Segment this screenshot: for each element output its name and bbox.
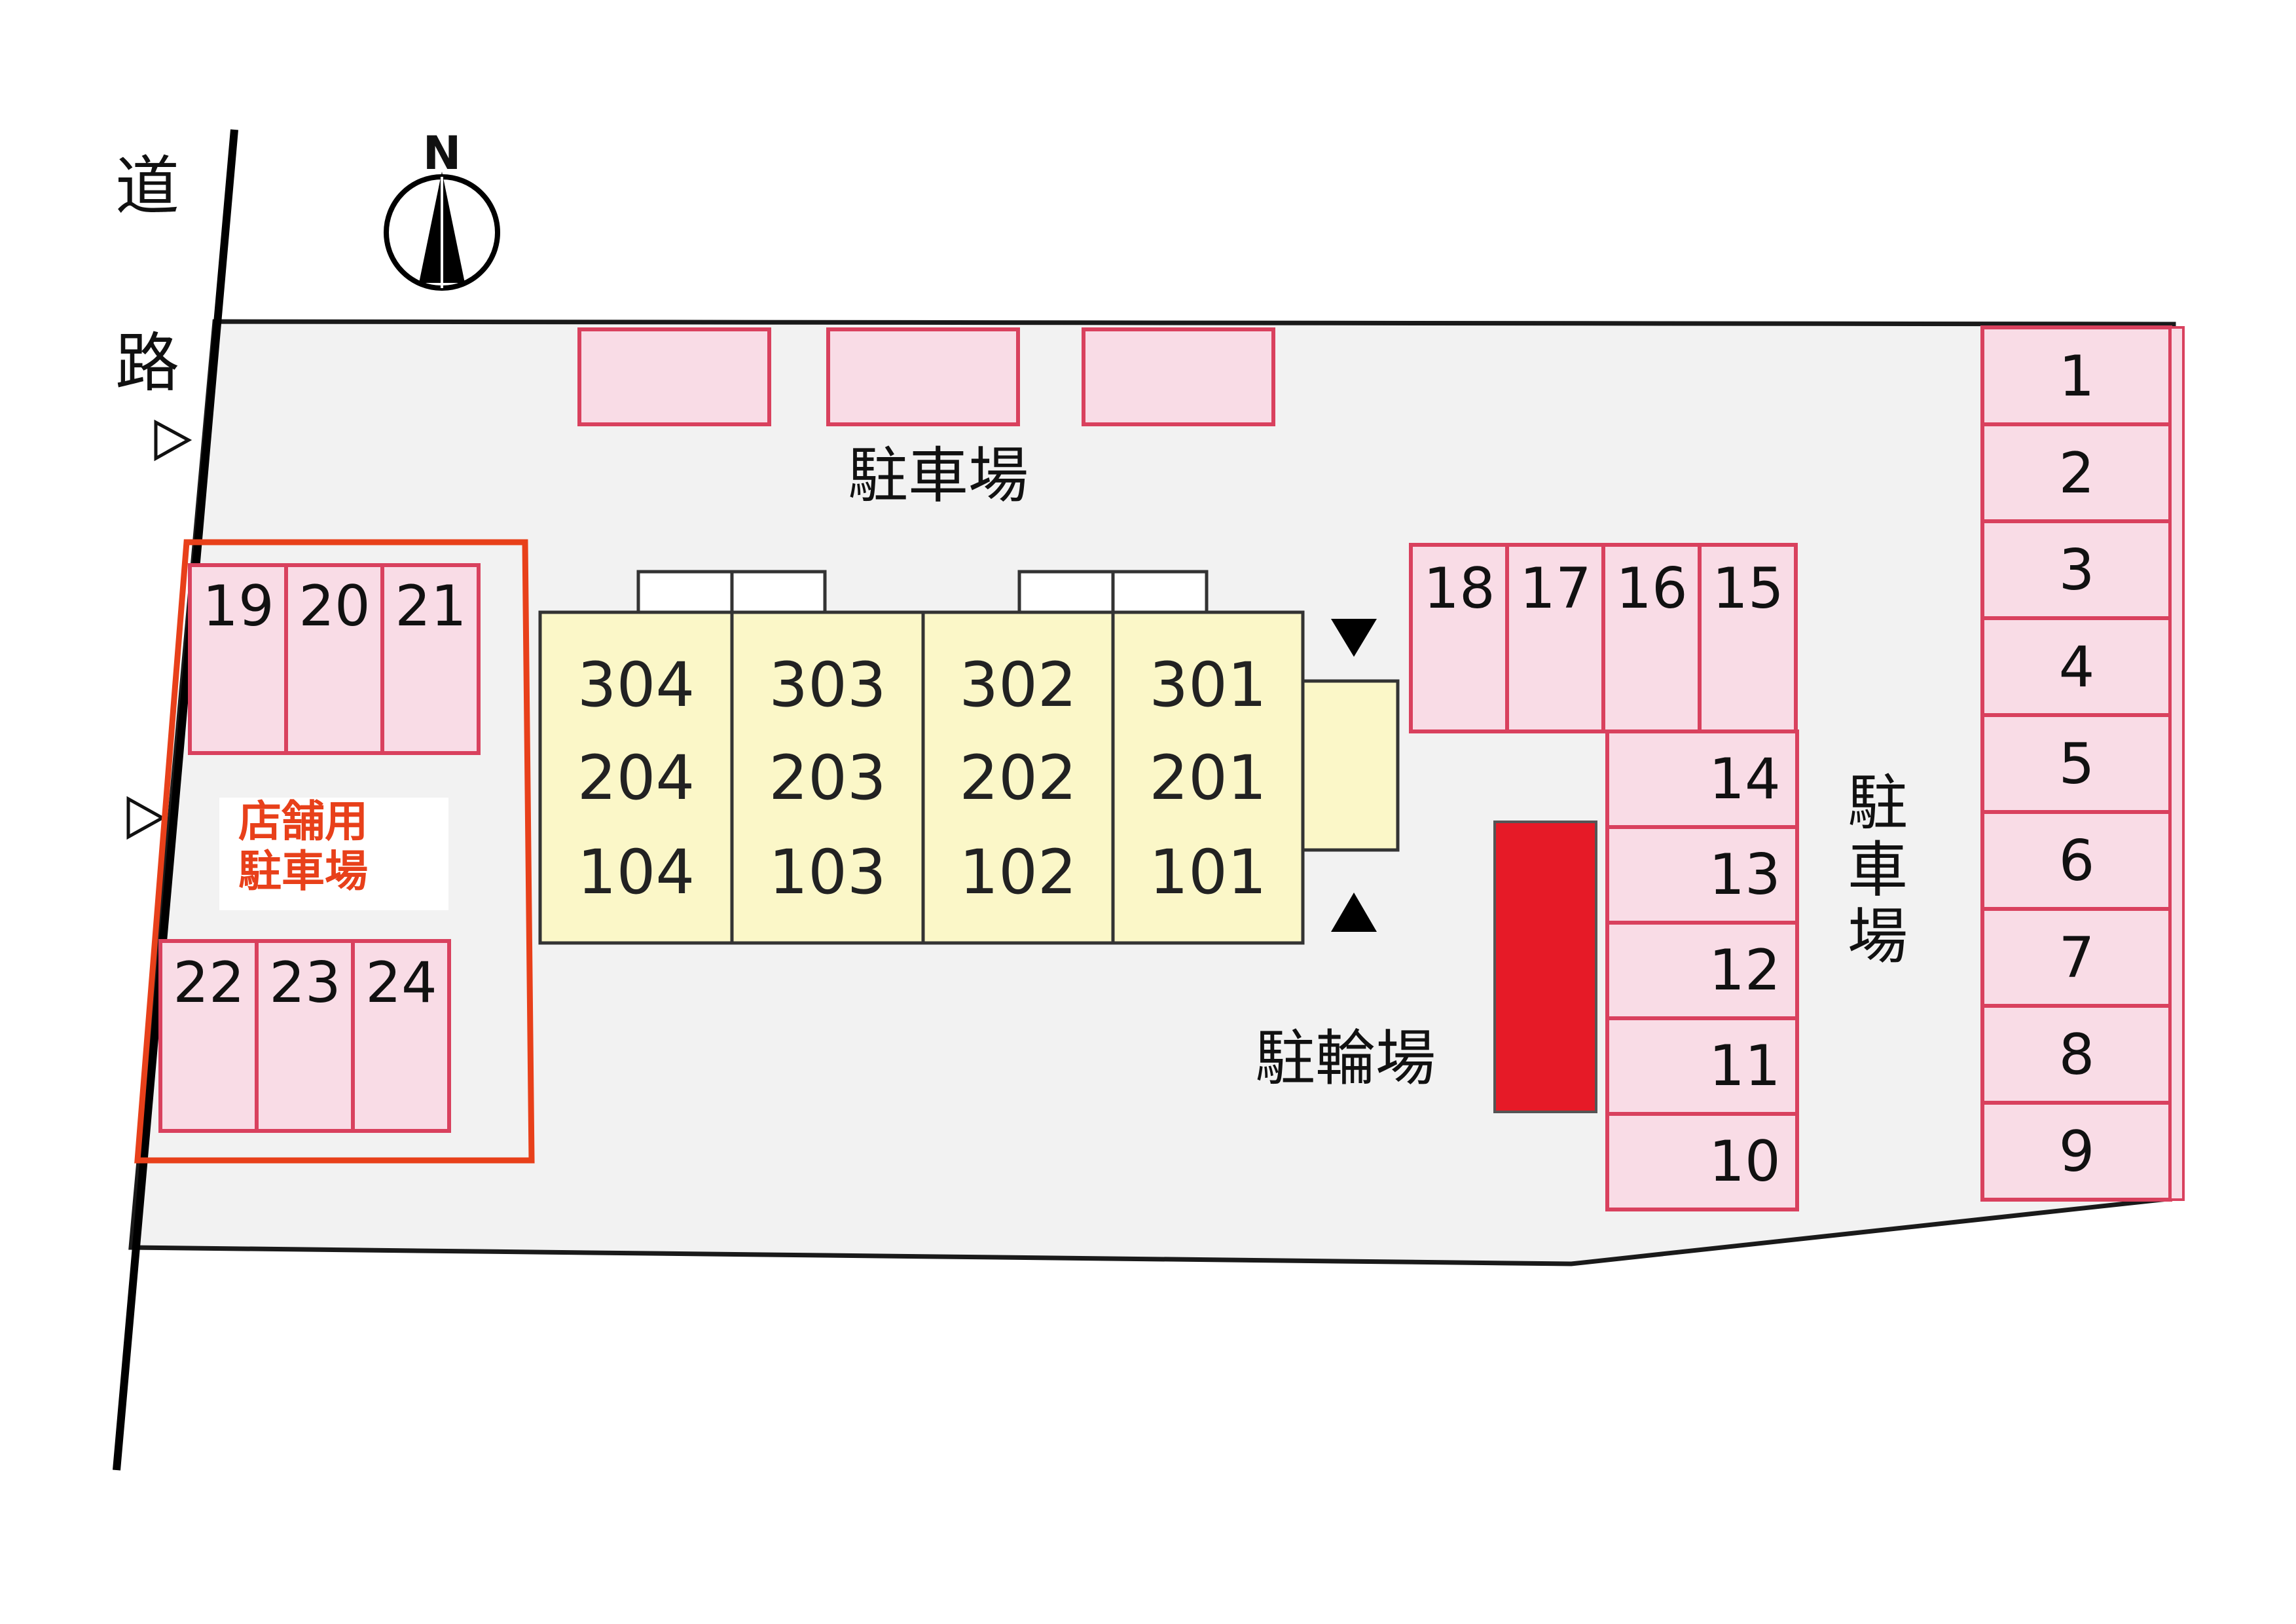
parking-space-number-9: 9 bbox=[2059, 1119, 2095, 1185]
store-parking-lower: 22 23 24 bbox=[158, 939, 451, 1133]
parking-space-20 bbox=[284, 563, 384, 755]
parking-space-number-7: 7 bbox=[2059, 925, 2095, 991]
parking-space-16 bbox=[1601, 543, 1702, 733]
parking-space-number-2: 2 bbox=[2059, 441, 2095, 506]
parking-space-number-5: 5 bbox=[2059, 731, 2095, 797]
unit-number-302: 302 bbox=[959, 650, 1076, 721]
up-arrow-icon bbox=[1331, 893, 1377, 932]
unit-number-304: 304 bbox=[577, 650, 695, 721]
building-column-1 bbox=[538, 610, 734, 945]
unit-number-102: 102 bbox=[959, 837, 1076, 908]
compass-label: N bbox=[423, 126, 462, 180]
entrance-arrow-upper-icon bbox=[154, 419, 192, 462]
road-line bbox=[113, 129, 238, 1471]
parking-label-right-1: 駐 bbox=[1848, 768, 1908, 838]
parking-space-number-22: 22 bbox=[173, 950, 244, 1016]
parking-space-23 bbox=[255, 939, 355, 1133]
parking-space-number-13: 13 bbox=[1709, 842, 1780, 908]
parking-space-12 bbox=[1605, 921, 1799, 1020]
unit-number-201: 201 bbox=[1149, 743, 1266, 814]
store-parking-frame bbox=[134, 539, 535, 1164]
building-column-3 bbox=[921, 610, 1115, 945]
unit-number-204: 204 bbox=[577, 743, 695, 814]
parking-space-4 bbox=[1980, 616, 2172, 717]
apartment-building: 304 204 104 303 203 103 302 202 102 301 201 101 bbox=[538, 570, 1400, 945]
parking-space-13 bbox=[1605, 825, 1799, 925]
road-label-bottom: 路 bbox=[115, 326, 179, 401]
parking-space-18 bbox=[1409, 543, 1509, 733]
parking-label-right-2: 車 bbox=[1848, 835, 1908, 905]
store-parking-upper: 19 20 21 bbox=[188, 563, 481, 755]
parking-space-10 bbox=[1605, 1112, 1799, 1211]
parking-space-number-1: 1 bbox=[2059, 344, 2095, 409]
parking-space-19 bbox=[188, 563, 288, 755]
parking-space-number-16: 16 bbox=[1616, 556, 1687, 621]
compass-north-icon: N bbox=[384, 126, 500, 291]
unit-number-101: 101 bbox=[1149, 837, 1266, 908]
unit-number-301: 301 bbox=[1149, 650, 1266, 721]
parking-space-number-8: 8 bbox=[2059, 1022, 2095, 1088]
parking-space-number-23: 23 bbox=[269, 950, 340, 1016]
down-arrow-icon bbox=[1331, 619, 1377, 657]
parking-space-number-15: 15 bbox=[1712, 556, 1783, 621]
middle-column-parking: 14 13 12 11 10 bbox=[1605, 729, 1799, 1211]
right-parking-column: 1 2 3 4 5 6 7 8 9 bbox=[1980, 325, 2185, 1202]
parking-space-number-6: 6 bbox=[2059, 828, 2095, 894]
store-parking-label-line2: 駐車場 bbox=[238, 846, 368, 896]
parking-label-right-3: 場 bbox=[1848, 902, 1908, 972]
parking-label-top: 駐車場 bbox=[848, 441, 1029, 511]
right-parking-strip bbox=[2169, 326, 2185, 1201]
building-column-4 bbox=[1111, 610, 1305, 945]
parking-space-number-19: 19 bbox=[202, 574, 274, 639]
parking-space-number-11: 11 bbox=[1709, 1033, 1780, 1099]
store-parking-label-line1: 店舗用 bbox=[238, 796, 368, 847]
top-parking-spaces bbox=[577, 327, 1275, 426]
parking-space-number-10: 10 bbox=[1709, 1129, 1780, 1194]
parking-space-number-4: 4 bbox=[2059, 635, 2095, 700]
parking-space-17 bbox=[1505, 543, 1605, 733]
parking-space-number-17: 17 bbox=[1520, 556, 1591, 621]
parking-space-number-14: 14 bbox=[1709, 747, 1780, 812]
unit-number-202: 202 bbox=[959, 743, 1076, 814]
parking-space-number-12: 12 bbox=[1709, 938, 1780, 1003]
parking-space-6 bbox=[1980, 810, 2172, 911]
parking-space-number-18: 18 bbox=[1423, 556, 1495, 621]
bicycle-parking-area bbox=[1493, 821, 1597, 1113]
parking-space-24 bbox=[351, 939, 451, 1133]
parking-space-21 bbox=[380, 563, 481, 755]
parking-space-number-21: 21 bbox=[395, 574, 466, 639]
unit-number-103: 103 bbox=[769, 837, 886, 908]
bicycle-parking-label: 駐輪場 bbox=[1255, 1024, 1436, 1094]
parking-space-11 bbox=[1605, 1016, 1799, 1116]
parking-space-14 bbox=[1605, 729, 1799, 829]
entrance-arrow-lower-icon bbox=[126, 796, 166, 840]
road-label-top: 道 bbox=[115, 149, 179, 224]
parking-space-number-24: 24 bbox=[365, 950, 437, 1016]
parking-space-number-20: 20 bbox=[299, 574, 370, 639]
parking-space-number-3: 3 bbox=[2059, 538, 2095, 603]
building-column-2 bbox=[730, 610, 925, 945]
parking-space-8 bbox=[1980, 1004, 2172, 1105]
store-parking-label-bg bbox=[219, 798, 448, 910]
middle-row-parking: 18 17 16 15 bbox=[1409, 543, 1798, 733]
unit-number-303: 303 bbox=[769, 650, 886, 721]
unit-number-104: 104 bbox=[577, 837, 695, 908]
unit-number-203: 203 bbox=[769, 743, 886, 814]
